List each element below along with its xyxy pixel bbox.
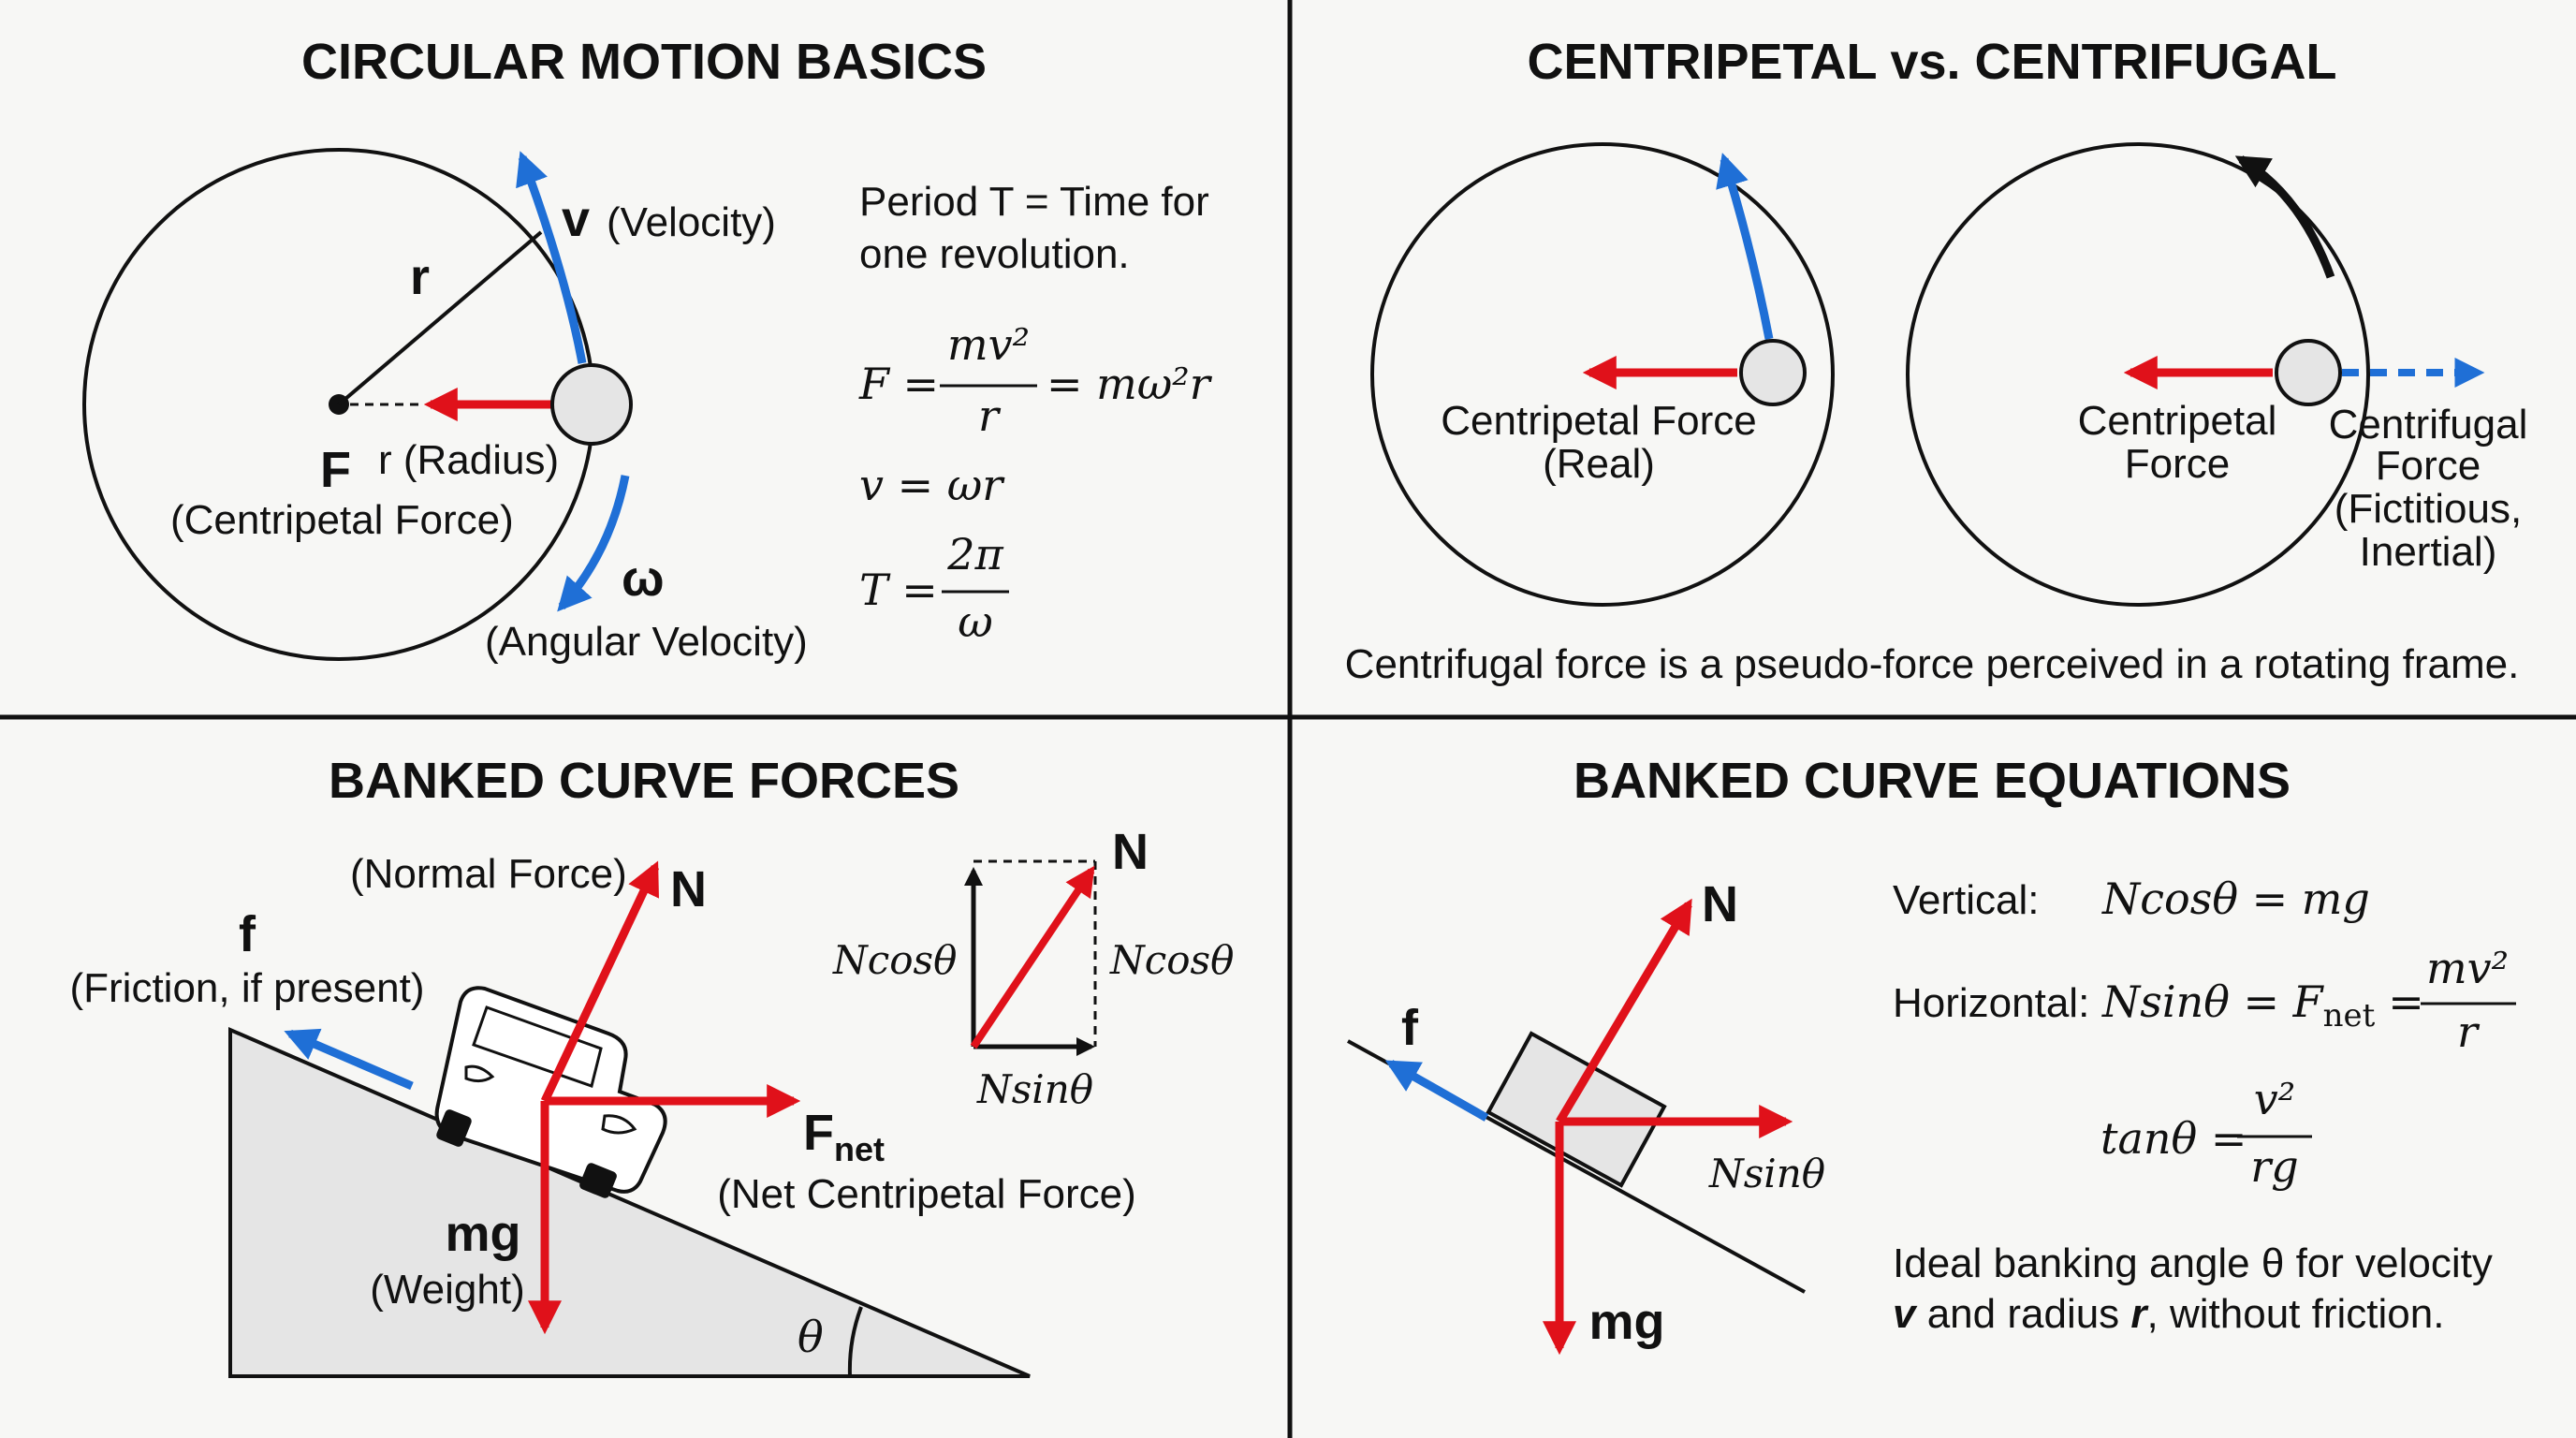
radius-line [337, 230, 543, 406]
fnet-F: F [803, 1105, 834, 1161]
left-velocity-arrow [1716, 153, 1774, 340]
horizontal-eq-end: = [2388, 976, 2424, 1027]
horizontal-eq-sub: net [2323, 997, 2376, 1034]
right-label-line-2: Force [2376, 443, 2481, 489]
panel3-title: BANKED CURVE FORCES [329, 753, 959, 809]
bank-ramp [228, 1026, 1031, 1378]
eq-T-lhs: T = [859, 565, 938, 615]
p4-friction-arrow [1384, 1060, 1489, 1122]
right-mass [2275, 339, 2342, 406]
panel4-title: BANKED CURVE EQUATIONS [1573, 753, 2291, 809]
orbiting-mass [550, 363, 633, 446]
friction-arrow [284, 1028, 414, 1091]
horizontal-fraction-den: r [2457, 1006, 2481, 1057]
horizontal-equation: Nsinθ = Fnet = [2101, 976, 2424, 1034]
horizontal-label: Horizontal: [1893, 980, 2089, 1026]
mid-label-line-2: Force [2125, 441, 2230, 487]
period-line-2: one revolution. [859, 231, 1130, 277]
rotation-arrow [2234, 155, 2335, 279]
mg-symbol: mg [446, 1206, 521, 1262]
r-symbol: r [410, 249, 430, 305]
fnet-subscript: net [834, 1130, 885, 1168]
weight-label: (Weight) [370, 1267, 524, 1313]
p4-nsin-label: Nsinθ [1708, 1151, 1825, 1196]
v-symbol: v [562, 191, 590, 247]
mid-label-line-1: Centripetal [2078, 398, 2277, 444]
panel-circular-motion-basics: CIRCULAR MOTION BASICS v (Velocity) r F … [82, 34, 1213, 665]
eq-v: v = ωr [859, 460, 1005, 510]
right-label-line-4: Inertial) [2360, 529, 2497, 575]
panel1-title: CIRCULAR MOTION BASICS [301, 34, 987, 90]
inset-N-label: N [1112, 824, 1149, 880]
ncos-left-label: Ncosθ [832, 937, 957, 983]
left-label-line-1: Centripetal Force [1441, 398, 1756, 444]
right-orbit-circle [1906, 142, 2370, 607]
N-symbol: N [670, 861, 707, 917]
normal-force-label: (Normal Force) [350, 851, 627, 897]
eq-F-num: mv² [947, 319, 1030, 370]
ideal-r: r [2130, 1291, 2149, 1337]
centrifugal-caption: Centrifugal force is a pseudo-force perc… [1345, 641, 2520, 687]
p4-N-symbol: N [1702, 876, 1738, 932]
fnet-label: Fnet [803, 1105, 885, 1168]
right-label-line-1: Centrifugal [2329, 402, 2528, 448]
net-centripetal-label: (Net Centripetal Force) [717, 1171, 1135, 1217]
p4-mg-symbol: mg [1589, 1294, 1665, 1350]
p4-f-symbol: f [1401, 1000, 1419, 1056]
friction-label: (Friction, if present) [70, 965, 425, 1011]
F-symbol: F [320, 442, 351, 498]
horizontal-fraction-num: mv² [2426, 943, 2509, 993]
eq-F-rhs: = mω²r [1046, 359, 1213, 409]
theta-label: θ [798, 1312, 824, 1362]
ideal-end: , without friction. [2147, 1291, 2445, 1337]
panel-banked-curve-forces: BANKED CURVE FORCES θ (Normal Force) N f… [70, 753, 1234, 1378]
centripetal-force-label: (Centripetal Force) [170, 497, 514, 543]
period-line-1: Period T = Time for [859, 179, 1209, 225]
tan-den: rg [2250, 1141, 2298, 1192]
nsin-label: Nsinθ [976, 1066, 1093, 1112]
vertical-label: Vertical: [1893, 877, 2040, 923]
velocity-label: (Velocity) [607, 199, 776, 245]
ideal-line-2: v and radius r, without friction. [1893, 1291, 2444, 1337]
angular-velocity-arrow [557, 475, 630, 612]
omega-symbol: ω [622, 550, 665, 607]
block [1486, 1031, 1667, 1188]
tan-lhs: tanθ = [2100, 1113, 2247, 1164]
ideal-mid: and radius [1915, 1291, 2130, 1337]
vertical-equation: Ncosθ = mg [2101, 873, 2370, 924]
left-orbit-circle [1370, 142, 1835, 607]
p4-normal-arrow [1556, 898, 1692, 1124]
left-mass [1739, 339, 1807, 406]
eq-F-den: r [978, 390, 1002, 441]
angular-velocity-label: (Angular Velocity) [485, 619, 808, 665]
right-label-line-3: (Fictitious, [2334, 486, 2522, 532]
panel-banked-curve-equations: BANKED CURVE EQUATIONS N f mg Nsinθ Vert… [1347, 753, 2516, 1356]
velocity-arrow [516, 151, 587, 364]
f-symbol: f [239, 906, 256, 962]
left-label-line-2: (Real) [1543, 441, 1655, 487]
panel-centripetal-vs-centrifugal: CENTRIPETAL vs. CENTRIFUGAL Centripetal … [1345, 34, 2528, 687]
ideal-line-1: Ideal banking angle θ for velocity [1893, 1240, 2493, 1286]
ideal-v: v [1893, 1291, 1918, 1337]
vector-decomposition-inset: N Ncosθ Ncosθ Nsinθ [832, 824, 1234, 1112]
theta-arc [847, 1306, 863, 1377]
normal-force-arrow [540, 860, 660, 1103]
horizontal-eq-main: Nsinθ = F [2101, 976, 2325, 1027]
radius-label: r (Radius) [378, 437, 559, 483]
eq-T-num: 2π [946, 529, 1003, 580]
ncos-right-label: Ncosθ [1109, 937, 1234, 983]
eq-F-lhs: F = [858, 359, 939, 409]
N-vector-arrow [970, 865, 1095, 1049]
tan-num: v² [2254, 1074, 2295, 1124]
panel2-title: CENTRIPETAL vs. CENTRIFUGAL [1527, 34, 2336, 90]
eq-T-den: ω [958, 596, 993, 647]
